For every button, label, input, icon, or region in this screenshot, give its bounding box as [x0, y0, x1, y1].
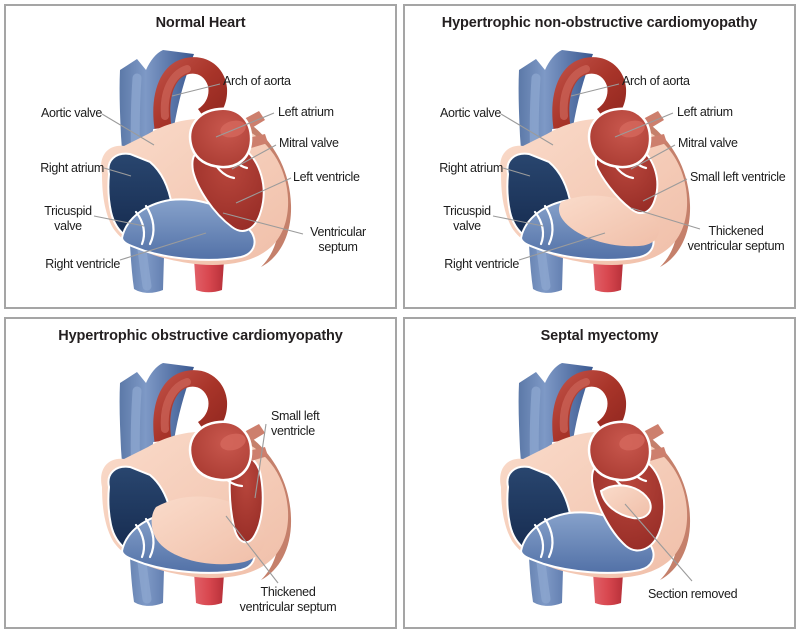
panel-title: Hypertrophic non-obstructive cardiomyopa… — [441, 15, 758, 31]
panel-normal-heart: Normal Heart Arch of aorta Aorti — [4, 4, 397, 309]
label-mitral-valve: Mitral valve — [678, 136, 738, 150]
label-tricuspid-valve: Tricuspid valve — [44, 204, 92, 233]
label-mitral-valve: Mitral valve — [279, 136, 339, 150]
leader-lines — [93, 83, 304, 261]
heart-illustration-normal — [93, 6, 304, 307]
label-right-ventricle: Right ventricle — [444, 257, 519, 271]
leader-line — [231, 144, 277, 170]
leader-line — [101, 113, 155, 146]
leader-line — [93, 215, 145, 227]
leader-line — [614, 112, 674, 138]
label-left-atrium: Left atrium — [677, 105, 733, 119]
label-section-removed: Section removed — [648, 587, 738, 601]
panel-title: Septal myectomy — [540, 328, 659, 344]
leader-line — [225, 515, 279, 584]
leader-line — [254, 423, 267, 499]
leader-line — [624, 503, 693, 582]
panel-hypertrophic-obstructive: Hypertrophic obstructive cardiomyopathy … — [4, 317, 397, 629]
leader-lines — [492, 83, 701, 261]
leader-line — [215, 112, 275, 138]
label-arch-of-aorta: Arch of aorta — [622, 74, 690, 88]
leader-line — [222, 212, 304, 235]
label-left-atrium: Left atrium — [278, 105, 334, 119]
heart-illustration-non-obstructive — [492, 6, 701, 307]
panel-title: Normal Heart — [155, 15, 246, 31]
leader-line — [492, 215, 544, 227]
section-removed-notch — [599, 484, 652, 520]
leader-line — [119, 232, 207, 261]
panel-hypertrophic-non-obstructive: Hypertrophic non-obstructive cardiomyopa… — [403, 4, 796, 309]
label-arch-of-aorta: Arch of aorta — [223, 74, 291, 88]
label-thickened-ventricular-septum: Thickened ventricular septum — [687, 224, 785, 253]
label-small-left-ventricle: Small left ventricle — [690, 170, 786, 184]
label-aortic-valve: Aortic valve — [439, 106, 501, 120]
label-aortic-valve: Aortic valve — [40, 106, 102, 120]
leader-line — [642, 178, 688, 202]
label-right-atrium: Right atrium — [40, 161, 104, 175]
leader-line — [518, 232, 606, 261]
leader-line — [630, 144, 676, 170]
leader-line — [171, 83, 221, 97]
leader-line — [502, 167, 531, 177]
leader-lines — [225, 423, 279, 584]
label-tricuspid-valve: Tricuspid valve — [443, 204, 491, 233]
label-right-atrium: Right atrium — [439, 161, 503, 175]
panel-title: Hypertrophic obstructive cardiomyopathy — [58, 328, 343, 344]
heart-illustration-obstructive — [6, 319, 395, 620]
leader-line — [103, 167, 132, 177]
label-left-ventricle: Left ventricle — [293, 170, 360, 184]
leader-line — [500, 113, 554, 146]
panel-septal-myectomy: Septal myectomy Section removed — [403, 317, 796, 629]
label-right-ventricle: Right ventricle — [45, 257, 120, 271]
leader-line — [630, 207, 701, 230]
leader-line — [570, 83, 620, 97]
label-small-left-ventricle: Small left ventricle — [271, 409, 320, 438]
leader-lines — [624, 503, 693, 582]
label-ventricular-septum: Ventricular septum — [310, 225, 366, 254]
heart-illustration-myectomy — [405, 319, 794, 620]
leader-line — [235, 177, 292, 204]
label-thickened-ventricular-septum: Thickened ventricular septum — [239, 585, 337, 614]
